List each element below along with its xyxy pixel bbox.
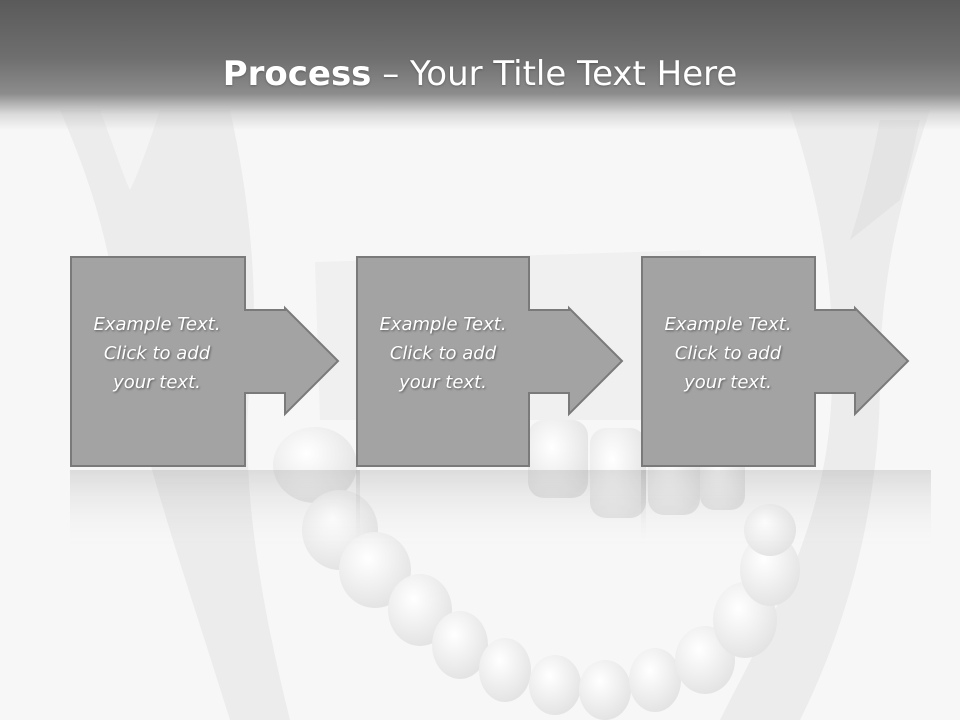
step-1-reflection <box>70 470 360 550</box>
title-rest-part: – Your Title Text Here <box>371 54 738 94</box>
step-1-text[interactable]: Example Text. Click to add your text. <box>72 310 242 397</box>
step-text-line: Example Text. <box>93 314 221 335</box>
step-2-reflection <box>356 470 646 550</box>
step-text-line: Click to add <box>389 343 497 364</box>
step-3-reflection <box>641 470 931 550</box>
step-3-text[interactable]: Example Text. Click to add your text. <box>643 310 813 397</box>
step-text-line: Example Text. <box>664 314 792 335</box>
step-text-line: your text. <box>113 372 201 393</box>
step-box-arrow-shape <box>70 256 340 467</box>
step-box-arrow-shape <box>641 256 910 467</box>
step-text-line: Click to add <box>674 343 782 364</box>
title-bar <box>0 0 960 130</box>
process-step-1[interactable]: Example Text. Click to add your text. <box>70 256 360 468</box>
step-text-line: Example Text. <box>379 314 507 335</box>
process-step-3[interactable]: Example Text. Click to add your text. <box>641 256 931 468</box>
step-box-arrow-shape <box>356 256 624 467</box>
step-text-line: Click to add <box>103 343 211 364</box>
slide-title[interactable]: Process – Your Title Text Here <box>0 52 960 96</box>
title-bold-part: Process <box>222 54 372 94</box>
process-step-2[interactable]: Example Text. Click to add your text. <box>356 256 646 468</box>
step-text-line: your text. <box>684 372 772 393</box>
step-text-line: your text. <box>399 372 487 393</box>
step-2-text[interactable]: Example Text. Click to add your text. <box>358 310 528 397</box>
